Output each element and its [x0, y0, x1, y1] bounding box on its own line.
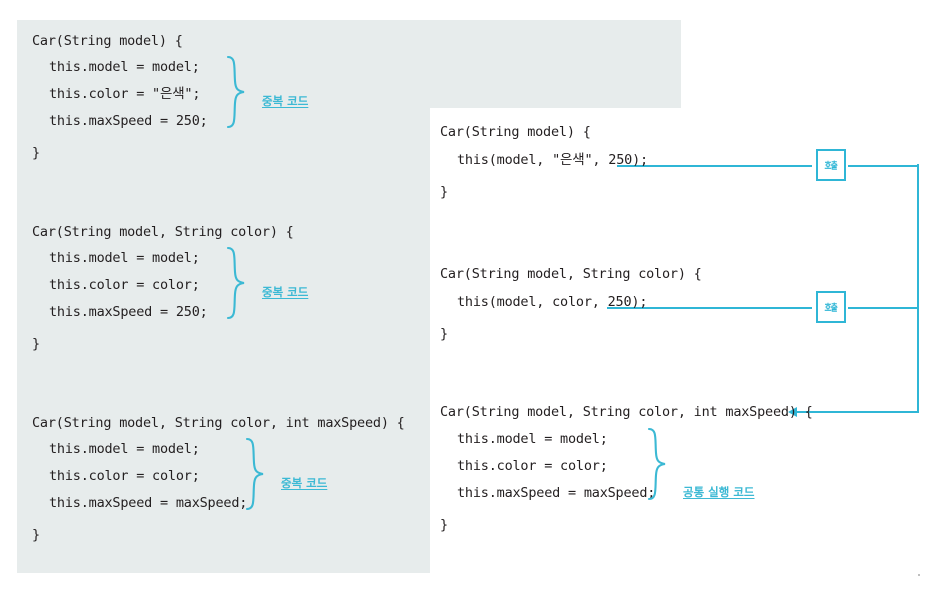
right-block-3-signature: Car(String model, String color, int maxS… [440, 404, 813, 420]
right-block-3-annotation: 공통 실행 코드 [683, 485, 755, 499]
connector-line-to-common-constructor [797, 411, 919, 414]
connector-line-call-1-right [848, 165, 919, 168]
right-block-2-signature: Car(String model, String color) { [440, 266, 702, 282]
left-block-3-body-line-2: this.color = color; [49, 468, 200, 484]
call-badge-2: 호출 [816, 291, 846, 323]
call-badge-1-label: 호출 [824, 161, 838, 172]
right-block-1-body-line-1: this(model, "은색", 250); [457, 152, 648, 168]
left-block-3-close-brace: } [32, 527, 40, 543]
right-code-panel [430, 108, 924, 574]
left-block-2-body-line-1: this.model = model; [49, 250, 200, 266]
right-block-3-body-line-2: this.color = color; [457, 458, 608, 474]
arrowhead-icon [788, 407, 797, 417]
left-block-3-body-line-1: this.model = model; [49, 441, 200, 457]
left-block-2-close-brace: } [32, 336, 40, 352]
connector-line-call-2-left [607, 307, 812, 310]
left-block-1-body-line-2: this.color = "은색"; [49, 86, 201, 102]
call-badge-1: 호출 [816, 149, 846, 181]
left-block-1-body-line-1: this.model = model; [49, 59, 200, 75]
right-block-2-close-brace: } [440, 326, 448, 342]
left-block-1-signature: Car(String model) { [32, 33, 183, 49]
left-block-3-body-line-3: this.maxSpeed = maxSpeed; [49, 495, 248, 511]
right-block-1-close-brace: } [440, 184, 448, 200]
left-block-2-annotation: 중복 코드 [262, 285, 309, 299]
scan-speck [918, 574, 920, 576]
left-block-2-body-line-2: this.color = color; [49, 277, 200, 293]
left-block-1-close-brace: } [32, 145, 40, 161]
right-block-3-body-line-3: this.maxSpeed = maxSpeed; [457, 485, 656, 501]
left-block-3-signature: Car(String model, String color, int maxS… [32, 415, 405, 431]
connector-line-vertical-bus [917, 164, 920, 413]
left-block-1-body-line-3: this.maxSpeed = 250; [49, 113, 208, 129]
right-block-1-signature: Car(String model) { [440, 124, 591, 140]
right-block-2-body-line-1: this(model, color, 250); [457, 294, 648, 310]
left-block-2-body-line-3: this.maxSpeed = 250; [49, 304, 208, 320]
call-badge-2-label: 호출 [824, 303, 838, 314]
left-block-1-annotation: 중복 코드 [262, 94, 309, 108]
left-block-3-annotation: 중복 코드 [281, 476, 328, 490]
connector-line-call-1-left [617, 165, 812, 168]
right-block-3-body-line-1: this.model = model; [457, 431, 608, 447]
left-block-2-signature: Car(String model, String color) { [32, 224, 294, 240]
right-block-3-close-brace: } [440, 517, 448, 533]
connector-line-call-2-right [848, 307, 919, 310]
